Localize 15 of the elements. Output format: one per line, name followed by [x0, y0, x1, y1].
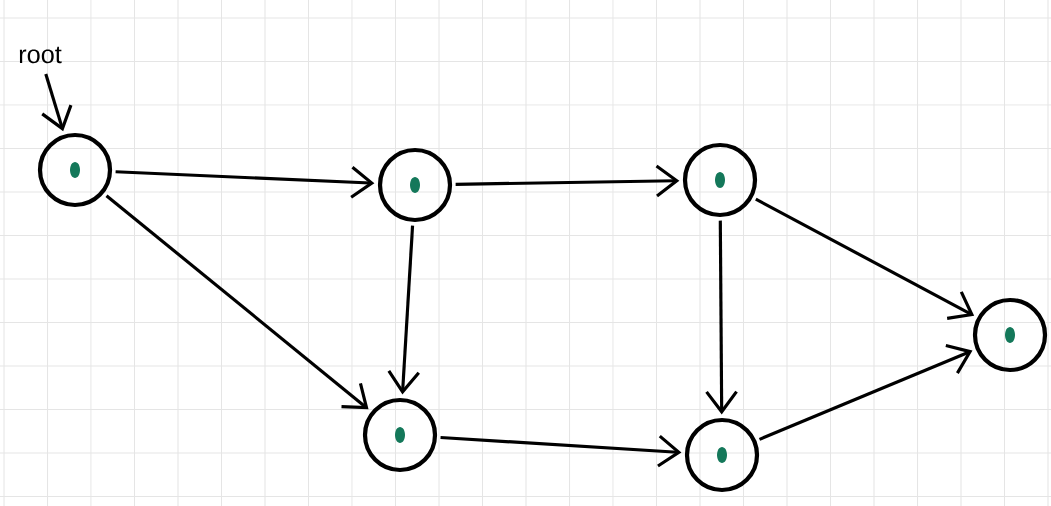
arrow — [755, 197, 975, 320]
graph-node — [377, 147, 453, 223]
graph-node — [684, 417, 760, 493]
arrow — [387, 225, 420, 395]
arrow — [758, 343, 973, 441]
graph-node — [972, 297, 1048, 373]
arrow — [440, 434, 682, 468]
graph-node — [37, 132, 113, 208]
arrow — [455, 164, 680, 198]
root-label: root — [19, 46, 62, 64]
graph-node — [682, 142, 758, 218]
graph-node — [362, 397, 438, 473]
arrow — [105, 194, 369, 410]
arrow — [115, 166, 375, 199]
arrow — [705, 220, 738, 415]
